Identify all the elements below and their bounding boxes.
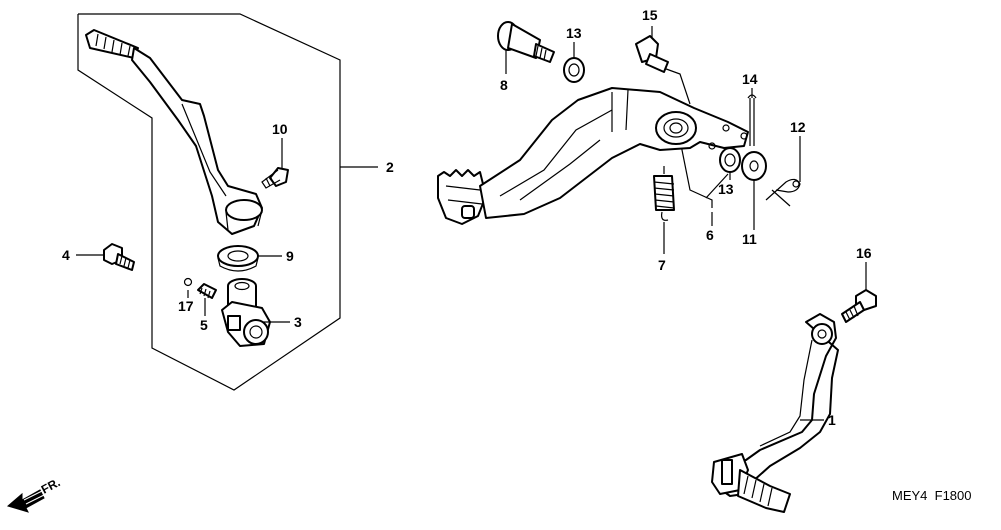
- callout-13-upper: 13: [566, 25, 582, 41]
- seal-9: [217, 245, 259, 272]
- callout-5: 5: [200, 317, 208, 333]
- front-direction-arrow: FR.: [6, 475, 63, 513]
- callout-2: 2: [386, 159, 394, 175]
- clip-12: [765, 178, 801, 207]
- brake-pedal: [437, 87, 749, 225]
- callout-14: 14: [742, 71, 758, 87]
- callout-12: 12: [790, 119, 806, 135]
- washer-11: [741, 151, 767, 181]
- ball-17: [183, 277, 193, 287]
- callout-11: 11: [742, 231, 757, 247]
- callout-17: 17: [178, 298, 194, 314]
- callout-16: 16: [856, 245, 872, 261]
- seal-13-upper: [563, 57, 585, 83]
- callout-4: 4: [62, 247, 70, 263]
- diagram-code: MEY4 F1800: [892, 488, 972, 503]
- gearshift-pedal: [711, 313, 839, 513]
- callout-1: 1: [828, 412, 836, 428]
- leader-lines: [76, 26, 867, 421]
- callout-15: 15: [642, 7, 658, 23]
- callout-3: 3: [294, 314, 302, 330]
- pivot-bolt-8: [497, 21, 555, 63]
- callout-13-lower: 13: [718, 181, 734, 197]
- kick-spindle-3: [221, 278, 271, 347]
- bolt-16: [841, 289, 877, 323]
- return-spring-7: [653, 166, 675, 221]
- bolt-4: [103, 243, 135, 271]
- callout-8: 8: [500, 77, 508, 93]
- callout-10: 10: [272, 121, 288, 137]
- callout-9: 9: [286, 248, 294, 264]
- callout-labels: 2 10 4 9 17 5 3 8 13 15 14 12 13 11 7 6 …: [62, 7, 872, 428]
- bolt-15: [635, 35, 669, 73]
- callout-6: 6: [706, 227, 714, 243]
- cotter-pin-14: [747, 94, 757, 146]
- seal-13-lower: [719, 147, 741, 173]
- spring-5: [197, 283, 217, 299]
- kick-starter-group-outline: [77, 13, 378, 391]
- callout-7: 7: [658, 257, 666, 273]
- kick-starter-arm: [85, 29, 263, 235]
- direction-label: FR.: [39, 475, 63, 496]
- bolt-10: [261, 167, 289, 189]
